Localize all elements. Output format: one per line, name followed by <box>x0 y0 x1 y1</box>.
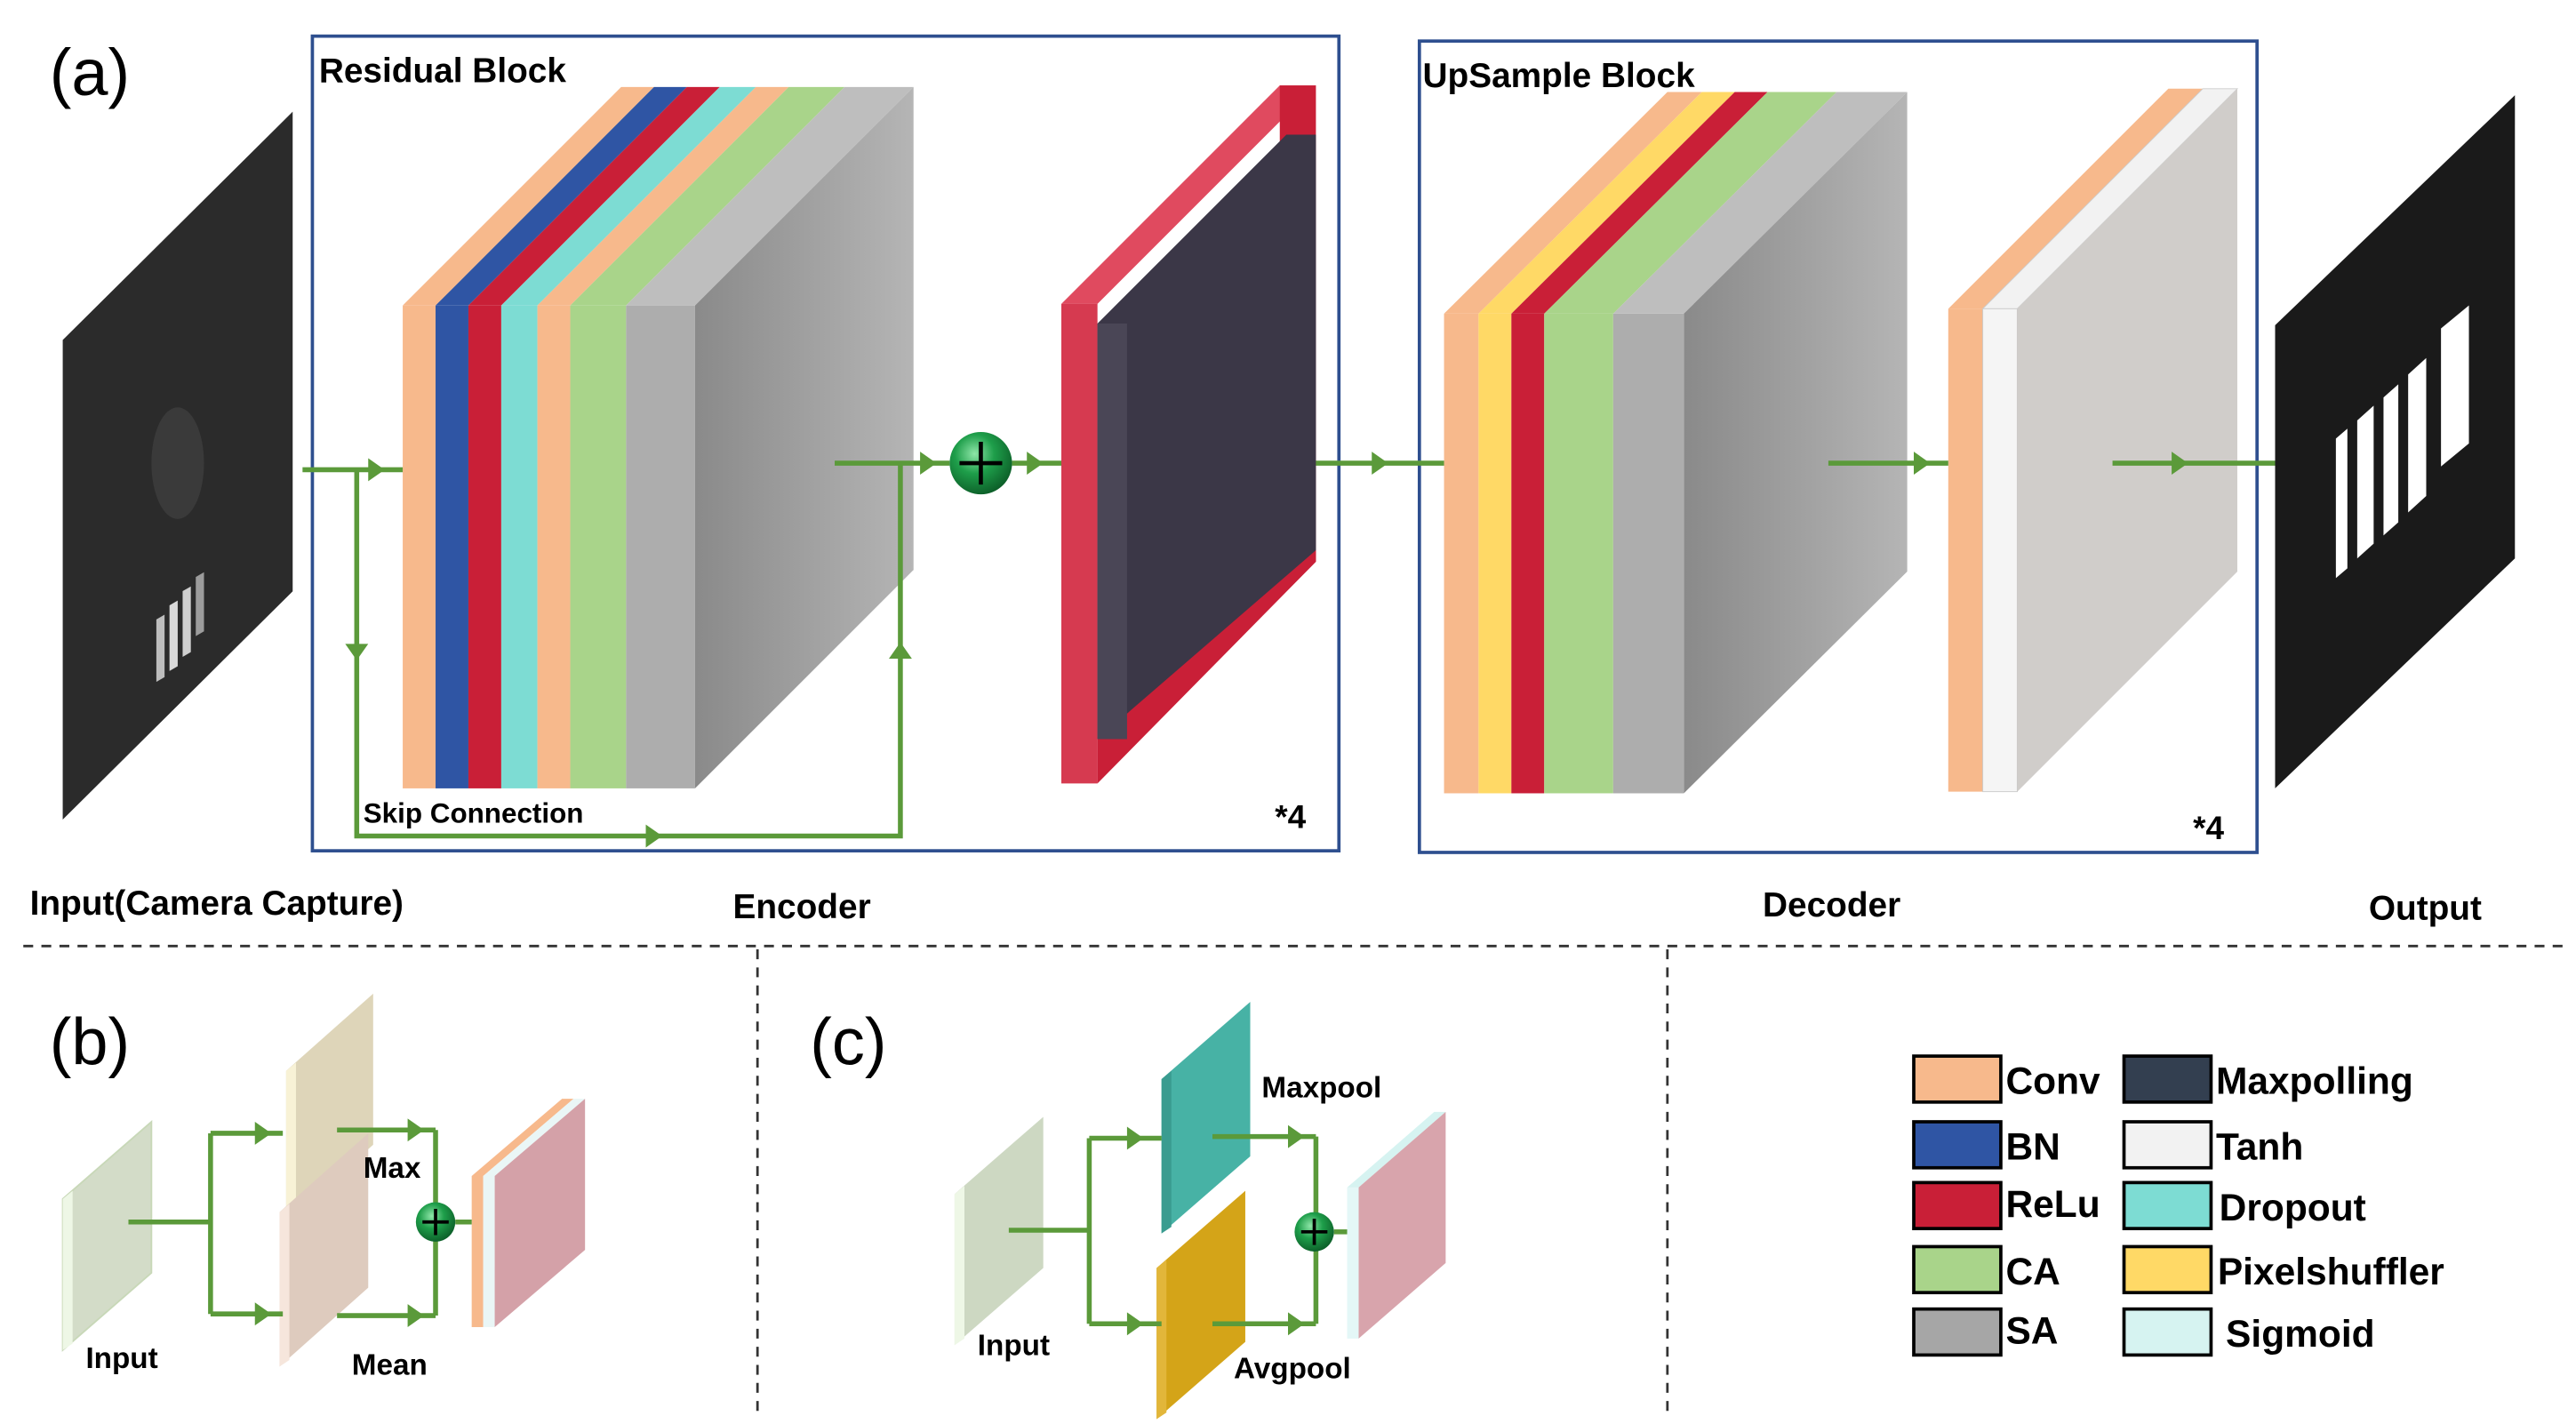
legend-label: Dropout <box>2220 1188 2366 1229</box>
legend-label: CA <box>2005 1252 2060 1293</box>
output-layer-stack <box>1948 88 2239 793</box>
flow-arrowheads-b <box>254 1118 425 1327</box>
legend-label: Sigmoid <box>2226 1314 2375 1356</box>
residual-repeat-label: *4 <box>1275 798 1306 835</box>
b-max-label: Max <box>364 1152 421 1185</box>
decoder-caption: Decoder <box>1763 886 1900 924</box>
residual-layer-stack <box>403 86 914 788</box>
legend-item-relu: ReLu <box>1912 1180 2100 1230</box>
input-caption: Input(Camera Capture) <box>30 884 404 923</box>
add-operation-icon-c <box>1294 1212 1334 1252</box>
output-caption: Output <box>2369 890 2482 928</box>
panel-label-a: (a) <box>50 36 130 109</box>
c-avgpool-label: Avgpool <box>1234 1352 1351 1385</box>
legend-item-ca: CA <box>1912 1244 2060 1295</box>
spatial-attention-diagram <box>954 1002 1446 1420</box>
flow-arrowheads-a <box>345 452 2188 848</box>
legend-label: SA <box>2005 1310 2058 1352</box>
c-maxpool-label: Maxpool <box>1261 1071 1381 1104</box>
upsample-block-title: UpSample Block <box>1423 57 1696 95</box>
legend-item-pixelshuffler: Pixelshuffler <box>2122 1244 2444 1295</box>
upsample-block-frame <box>1417 39 2260 854</box>
upsample-repeat-label: *4 <box>2193 810 2224 846</box>
legend-label: BN <box>2005 1127 2060 1169</box>
input-image <box>62 111 293 820</box>
flow-arrowheads-c <box>1126 1124 1305 1336</box>
legend-item-dropout: Dropout <box>2122 1180 2366 1230</box>
residual-block-frame <box>310 34 1341 852</box>
maxpool-slab <box>1061 85 1316 784</box>
c-input-label: Input <box>978 1329 1050 1362</box>
legend-item-sigmoid: Sigmoid <box>2122 1307 2375 1357</box>
legend-item-maxpolling: Maxpolling <box>2122 1054 2413 1104</box>
channel-attention-diagram <box>61 993 586 1367</box>
legend-label: Maxpolling <box>2216 1061 2413 1103</box>
panel-label-b: (b) <box>50 1004 130 1078</box>
panel-dividers <box>23 944 2566 1416</box>
encoder-caption: Encoder <box>732 888 870 926</box>
output-image <box>2275 95 2516 788</box>
upsample-layer-stack <box>1444 92 1908 794</box>
legend-item-bn: BN <box>1912 1120 2060 1170</box>
residual-block-title: Residual Block <box>319 52 567 90</box>
legend: Conv BN ReLu CA SA Maxpolling Tanh Drop <box>1912 1054 2444 1357</box>
add-operation-icon-b <box>415 1202 456 1242</box>
skip-connection-label: Skip Connection <box>364 798 584 829</box>
add-operation-icon <box>949 431 1012 495</box>
b-mean-label: Mean <box>352 1349 428 1382</box>
legend-label: Conv <box>2005 1061 2100 1103</box>
legend-item-tanh: Tanh <box>2122 1120 2303 1170</box>
legend-label: Pixelshuffler <box>2218 1252 2444 1293</box>
panel-label-c: (c) <box>810 1004 886 1078</box>
legend-label: Tanh <box>2216 1127 2303 1169</box>
b-input-label: Input <box>85 1342 157 1375</box>
legend-item-sa: SA <box>1912 1307 2058 1357</box>
legend-label: ReLu <box>2005 1184 2100 1226</box>
legend-item-conv: Conv <box>1912 1054 2100 1104</box>
